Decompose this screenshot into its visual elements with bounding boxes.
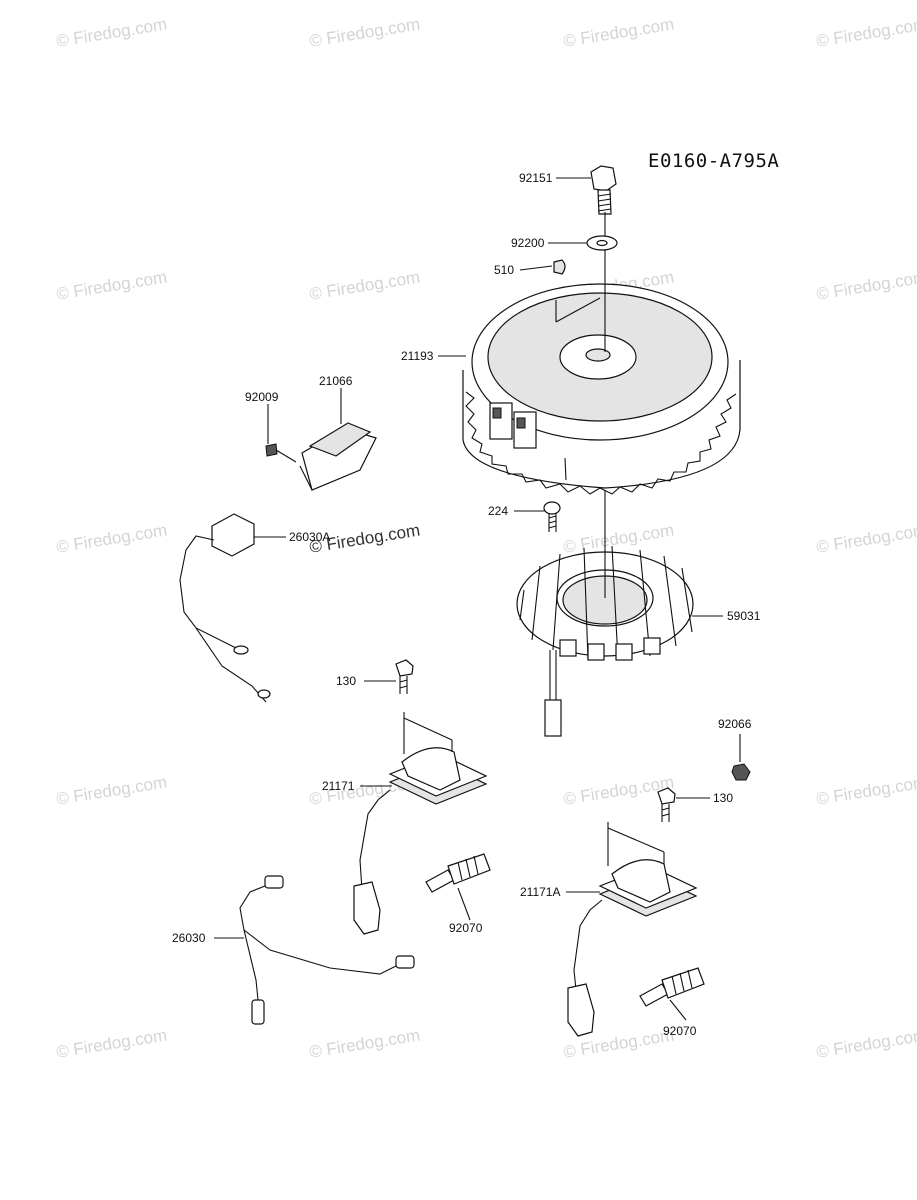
key-510[interactable]: [553, 259, 566, 275]
callout-92200[interactable]: 92200: [511, 236, 545, 250]
bolt-224[interactable]: [543, 501, 561, 532]
lead-wire-26030[interactable]: [239, 875, 415, 1025]
callout-92151[interactable]: 92151: [519, 171, 553, 185]
callout-130-left[interactable]: 130: [336, 674, 357, 688]
regulator-21066[interactable]: [299, 422, 377, 491]
diagram-code: E0160-A795A: [648, 150, 780, 172]
callout-92070-right[interactable]: 92070: [663, 1024, 697, 1038]
callout-59031[interactable]: 59031: [727, 609, 761, 623]
callout-21066[interactable]: 21066: [319, 374, 353, 388]
callout-130-right[interactable]: 130: [713, 791, 734, 805]
callout-21171[interactable]: 21171: [322, 779, 355, 793]
spark-plug-92070-right[interactable]: [639, 967, 705, 1007]
callout-92070-left[interactable]: 92070: [449, 921, 483, 935]
ignition-coil-21171[interactable]: [353, 712, 488, 935]
ignition-coil-21171A[interactable]: [567, 822, 698, 1037]
screw-92009[interactable]: [265, 443, 297, 463]
callout-510[interactable]: 510: [494, 263, 515, 277]
callout-21171A[interactable]: 21171A: [520, 885, 561, 899]
callout-224[interactable]: 224: [488, 504, 509, 518]
leader-lines: [214, 177, 741, 1021]
washer-92200[interactable]: [586, 235, 618, 251]
nut-92066[interactable]: [731, 763, 751, 781]
bolt-130-right[interactable]: [657, 787, 676, 822]
callout-92009[interactable]: 92009: [245, 390, 279, 404]
harness-26030A[interactable]: [179, 513, 271, 703]
bolt-130-left[interactable]: [395, 659, 414, 694]
spark-plug-92070-left[interactable]: [425, 853, 491, 893]
callout-26030A[interactable]: 26030A: [289, 530, 331, 544]
bolt-92151[interactable]: [590, 165, 617, 215]
flywheel-21193[interactable]: [462, 283, 741, 495]
callout-21193[interactable]: 21193: [401, 349, 434, 363]
callout-26030[interactable]: 26030: [172, 931, 206, 945]
callout-92066[interactable]: 92066: [718, 717, 752, 731]
